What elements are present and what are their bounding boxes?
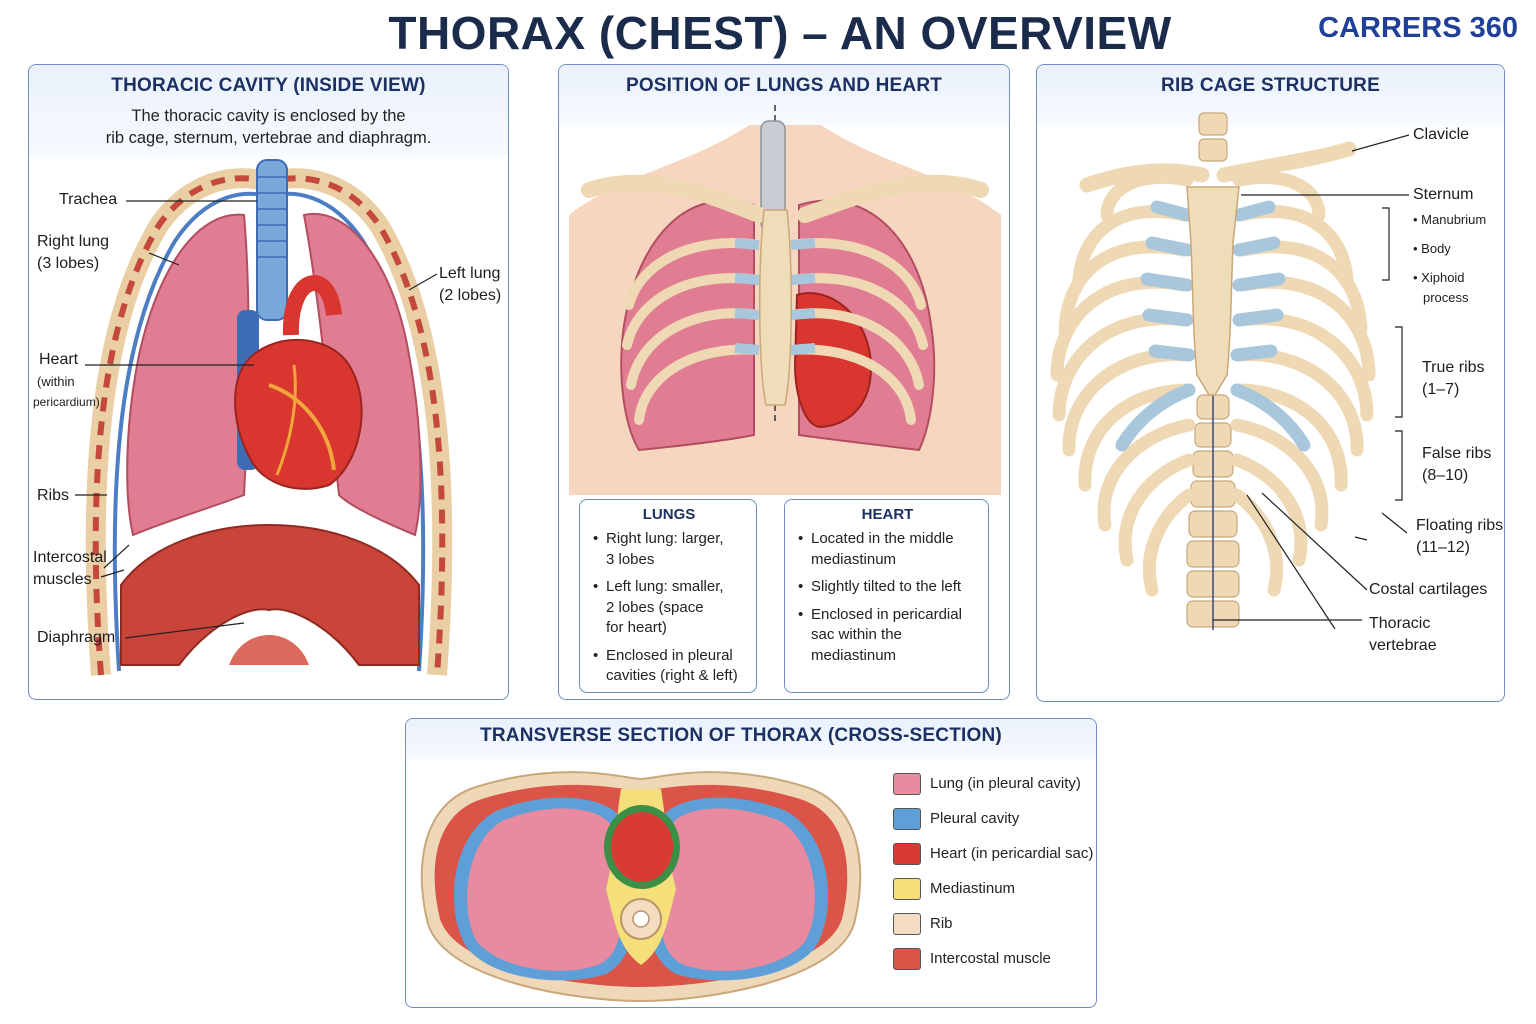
label-heart-within: (within <box>37 374 75 389</box>
lungs-item: Right lung: larger,3 lobes <box>592 529 746 570</box>
label-true-ribs: True ribs <box>1422 359 1485 376</box>
aorta <box>282 275 342 336</box>
ribs-right <box>1230 170 1376 597</box>
label-body: • Body <box>1413 241 1451 256</box>
panel-subtitle-line-1: The thoracic cavity is enclosed by the <box>131 107 406 125</box>
label-heart-pericardium: pericardium) <box>33 395 100 409</box>
label-process: process <box>1423 290 1469 305</box>
lungs-box-title: LUNGS <box>642 506 696 523</box>
lung-left <box>661 808 815 971</box>
clavicle-left <box>1079 163 1210 193</box>
brand-logo: CARRERS 360 <box>1318 12 1518 44</box>
sternum <box>1186 186 1240 396</box>
rib-cage-illustration <box>1050 112 1410 630</box>
panel-subtitle-line-2: rib cage, sternum, vertebrae and diaphra… <box>105 129 432 147</box>
label-manubrium: • Manubrium <box>1413 212 1487 227</box>
label-false-ribs-range: (8–10) <box>1422 467 1469 484</box>
label-right-lung-lobes: (3 lobes) <box>37 255 100 272</box>
costal-cartilages <box>1115 200 1311 452</box>
label-diaphragm: Diaphragm <box>37 629 116 646</box>
label-costal-cartilages: Costal cartilages <box>1369 581 1488 598</box>
panel-title: POSITION OF LUNGS AND HEART <box>625 75 943 96</box>
lungs-info-box: LUNGS Right lung: larger,3 lobes Left lu… <box>579 499 757 693</box>
heart-item: Slightly tilted to the left <box>797 577 978 598</box>
cross-section-illustration <box>420 771 862 1003</box>
label-right-lung: Right lung <box>37 233 110 250</box>
label-left-lung: Left lung <box>439 265 501 282</box>
clavicle-right <box>1216 141 1357 183</box>
heart <box>793 292 873 429</box>
label-muscles: muscles <box>33 571 92 588</box>
thoracic-cavity-illustration <box>75 159 453 676</box>
label-heart: Heart <box>39 351 79 368</box>
panel-position: POSITION OF LUNGS AND HEART <box>558 64 1010 700</box>
label-ribs: Ribs <box>37 487 70 504</box>
label-floating-ribs-range: (11–12) <box>1416 539 1470 556</box>
lung-right <box>467 808 621 971</box>
label-clavicle: Clavicle <box>1413 126 1470 143</box>
panel-title: TRANSVERSE SECTION OF THORAX (CROSS-SECT… <box>480 725 1002 746</box>
label-xiphoid: • Xiphoid <box>1413 270 1465 285</box>
label-left-lung-lobes: (2 lobes) <box>439 287 502 304</box>
panel-title: RIB CAGE STRUCTURE <box>1161 75 1380 96</box>
panel-transverse-section: TRANSVERSE SECTION OF THORAX (CROSS-SECT… <box>405 718 1097 1008</box>
label-intercostal: Intercostal <box>33 549 107 566</box>
panel-title: THORACIC CAVITY (INSIDE VIEW) <box>111 75 426 96</box>
label-true-ribs-range: (1–7) <box>1422 381 1460 398</box>
panel-thoracic-cavity: THORACIC CAVITY (INSIDE VIEW) The thorac… <box>28 64 509 700</box>
heart-box-title: HEART <box>861 506 914 523</box>
trachea <box>256 159 288 321</box>
diaphragm <box>120 524 420 666</box>
page-title: THORAX (CHEST) – AN OVERVIEW <box>388 7 1172 59</box>
heart <box>234 338 363 490</box>
position-illustration <box>569 105 1001 495</box>
label-thoracic: Thoracic <box>1369 615 1431 632</box>
label-false-ribs: False ribs <box>1422 445 1492 462</box>
label-floating-ribs: Floating ribs <box>1416 517 1504 534</box>
panel-rib-cage: RIB CAGE STRUCTURE <box>1036 64 1505 702</box>
label-trachea: Trachea <box>59 191 118 208</box>
heart <box>611 812 673 882</box>
sternum <box>758 209 793 406</box>
ribs-left <box>1050 170 1196 597</box>
label-vertebrae: vertebrae <box>1369 637 1437 654</box>
label-sternum: Sternum <box>1413 186 1474 203</box>
